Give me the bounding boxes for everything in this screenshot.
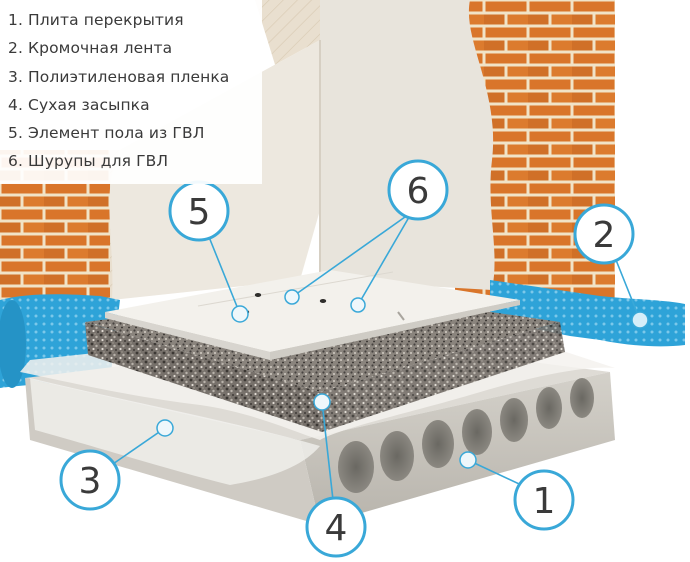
callout-6: 6 <box>387 159 449 221</box>
legend-num: 1. <box>8 11 23 29</box>
legend-text: Кромочная лента <box>28 39 173 58</box>
legend-text: Элемент пола из ГВЛ <box>28 124 205 143</box>
callout-2: 2 <box>573 203 635 265</box>
legend-num: 2. <box>8 39 23 58</box>
callout-5: 5 <box>168 180 230 242</box>
legend-item-2: 2. Кромочная лента <box>8 34 262 62</box>
legend-num: 3. <box>8 67 23 86</box>
legend: 1. Плита перекрытия 2. Кромочная лента 3… <box>0 0 262 184</box>
edge-tape-right <box>490 280 685 347</box>
callout-3-label: 3 <box>79 461 102 502</box>
legend-item-4: 4. Сухая засыпка <box>8 91 262 119</box>
legend-text: Шурупы для ГВЛ <box>28 152 169 171</box>
legend-item-1: 1. Плита перекрытия <box>8 6 262 34</box>
legend-item-6: 6. Шурупы для ГВЛ <box>8 147 262 175</box>
callout-4: 4 <box>305 496 367 558</box>
callout-3: 3 <box>59 449 121 511</box>
legend-text: Полиэтиленовая пленка <box>28 67 230 86</box>
callout-4-label: 4 <box>325 508 348 549</box>
leader-dots <box>156 289 649 469</box>
legend-num: 4. <box>8 95 23 114</box>
gvl-floor-element <box>105 270 520 360</box>
legend-item-5: 5. Элемент пола из ГВЛ <box>8 119 262 147</box>
legend-text: Сухая засыпка <box>28 95 150 114</box>
callout-1-label: 1 <box>533 481 556 522</box>
callout-2-label: 2 <box>593 215 616 256</box>
callout-1: 1 <box>513 469 575 531</box>
legend-num: 6. <box>8 152 23 171</box>
callout-6-label: 6 <box>407 171 430 212</box>
legend-item-3: 3. Полиэтиленовая пленка <box>8 63 262 91</box>
callout-5-label: 5 <box>188 192 211 233</box>
legend-num: 5. <box>8 124 23 143</box>
legend-text: Плита перекрытия <box>28 11 184 29</box>
